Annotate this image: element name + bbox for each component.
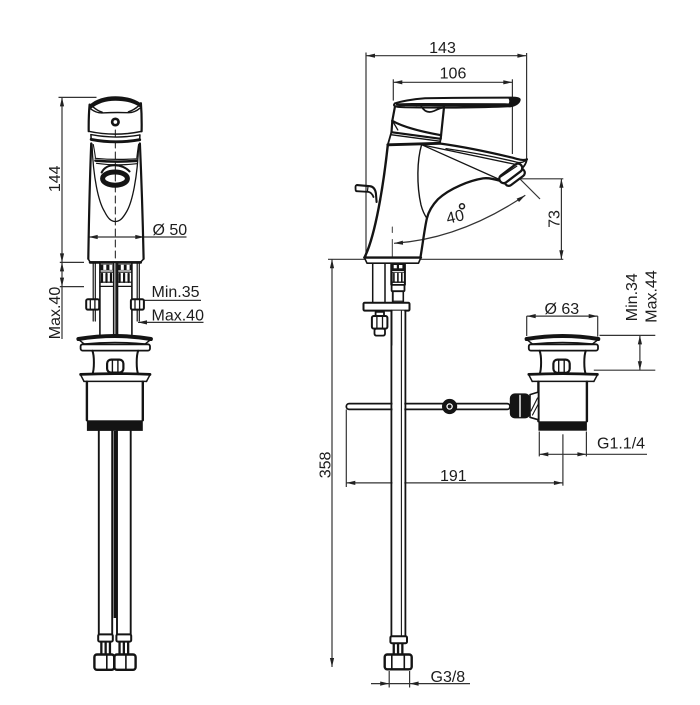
svg-text:G3/8: G3/8 bbox=[431, 669, 466, 686]
svg-text:Max.44: Max.44 bbox=[643, 270, 660, 323]
svg-text:G1.1/4: G1.1/4 bbox=[597, 436, 645, 453]
svg-text:143: 143 bbox=[429, 40, 456, 57]
svg-text:Ø 63: Ø 63 bbox=[545, 301, 580, 318]
svg-text:Max.40: Max.40 bbox=[47, 287, 64, 340]
svg-text:144: 144 bbox=[47, 165, 64, 192]
svg-text:191: 191 bbox=[440, 468, 467, 485]
svg-text:Min.34: Min.34 bbox=[624, 273, 641, 321]
svg-text:Ø 50: Ø 50 bbox=[153, 222, 188, 239]
svg-text:Max.40: Max.40 bbox=[152, 307, 205, 324]
svg-text:358: 358 bbox=[318, 451, 335, 478]
svg-text:40: 40 bbox=[445, 207, 466, 228]
svg-text:73: 73 bbox=[547, 210, 564, 228]
svg-text:106: 106 bbox=[440, 66, 467, 83]
svg-text:Min.35: Min.35 bbox=[152, 284, 200, 301]
